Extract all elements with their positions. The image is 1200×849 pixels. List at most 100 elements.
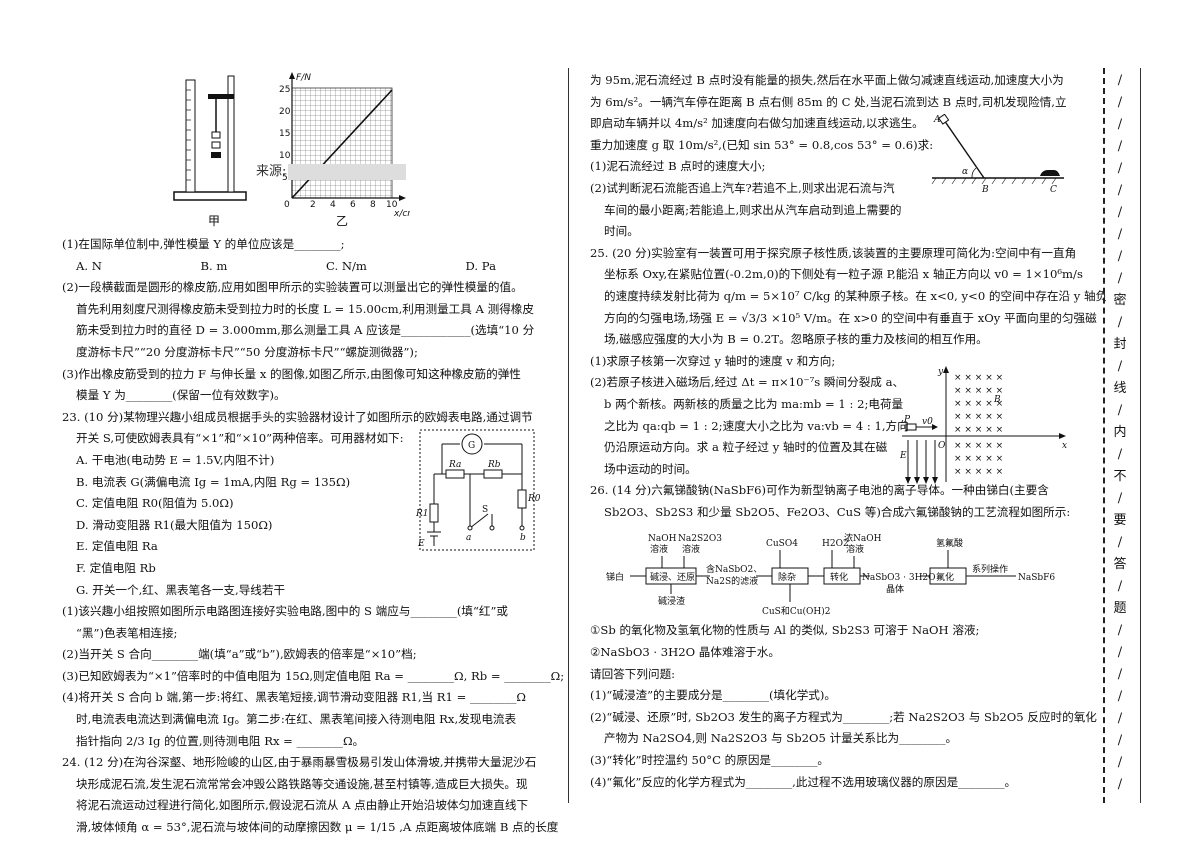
flow-residue: 碱浸渣	[658, 595, 685, 607]
q23-stem: 开关 S,可使欧姆表具有“×1”和“×10”两种倍率。可用器材如下:	[76, 431, 404, 446]
left-column: (1)在国际单位制中,弹性模量 Y 的单位应该是________; A. N B…	[62, 234, 565, 839]
q23-item: B. 电流表 G(满偏电流 Ig = 1mA,内阻 Rg = 135Ω)	[76, 474, 351, 489]
q26-sub3: (3)“转化”时控温约 50°C 的原因是________。	[590, 753, 829, 768]
flow-start: 锑白	[606, 571, 624, 583]
q23-item: F. 定值电阻 Rb	[76, 560, 156, 575]
q24-stem-cont: 重力加速度 g 取 10m/s²,(已知 sin 53° = 0.8,cos 5…	[590, 137, 934, 152]
flow-box-convert: 转化	[830, 571, 848, 583]
svg-text:× × × × ×: × × × × ×	[954, 373, 1003, 383]
seal-char: 内	[1113, 425, 1127, 440]
q26-stem: 26. (14 分)六氟锑酸钠(NaSbF6)可作为新型钠离子电池的离子导体。一…	[590, 483, 1049, 498]
svg-text:× × × × ×: × × × × ×	[954, 425, 1003, 435]
q23-sub1: (1)该兴趣小组按照如图所示电路图连接好实验电路,图中的 S 端应与______…	[62, 604, 508, 619]
field-figure: × × × × × × × × × × × × × × × × × × × × …	[900, 366, 1067, 484]
v0-label: v0	[922, 417, 933, 427]
column-divider	[568, 68, 569, 803]
flow-filtrate: 含NaSbO2、	[706, 563, 762, 575]
q22-options: A. N B. m C. N/m D. Pa	[62, 256, 496, 278]
r1-label: R1	[415, 509, 429, 519]
q24-stem-cont: 为 6m/s²。一辆汽车停在距离 B 点右侧 85m 的 C 处,当泥石流到达 …	[590, 94, 1067, 109]
origin-label: O	[938, 441, 946, 451]
q24-sub2: 时间。	[604, 224, 639, 239]
q26-note1: ①Sb 的氧化物及氢氧化物的性质与 Al 的类似, Sb2S3 可溶于 NaOH…	[590, 623, 980, 638]
svg-text:× × × × ×: × × × × ×	[954, 467, 1003, 477]
ytick: 5	[282, 173, 288, 183]
q23-sub4: 指针指向 2/3 Ig 的位置,则待测电阻 Rx = ________Ω。	[76, 733, 365, 748]
process-flowchart: NaOH 溶液 Na2S2O3 溶液 锑白 碱浸、还原 含NaSbO2、 Na2…	[606, 533, 1055, 617]
q24-sub2: (2)试判断泥石流能否追上汽车?若追不上,则求出泥石流与汽	[590, 180, 895, 195]
flowchart-spacer	[590, 523, 1090, 620]
flow-in-naoh-conc: 溶液	[846, 543, 864, 555]
q26-sub2: (2)“碱浸、还原”时, Sb2O3 发生的离子方程式为________;若 N…	[590, 709, 1097, 724]
point-c-label: C	[1050, 185, 1057, 195]
rb-label: Rb	[487, 460, 501, 470]
q22-part2: 度游标卡尺”“20 分度游标卡尺”“50 分度游标卡尺”“螺旋测微器”);	[76, 344, 418, 359]
q23-sub1: “黑”)色表笔相连接;	[76, 625, 178, 640]
q23-sub3: (3)已知欧姆表为“×1”倍率时的中值电阻为 15Ω,则定值电阻 Ra = __…	[62, 668, 565, 683]
flow-filtrate: Na2S的滤液	[706, 575, 758, 587]
e-label: E	[417, 539, 425, 549]
margin-border	[1140, 68, 1141, 803]
q25-sub2: 场中运动的时间。	[604, 461, 697, 476]
ytick: 20	[279, 107, 291, 117]
q22-part2: (2)一段横截面是圆形的橡皮筋,应用如图甲所示的实验装置可以测量出它的弹性模量的…	[62, 280, 523, 295]
q22-part2: 首先利用刻度尺测得橡皮筋未受到拉力时的长度 L = 15.00cm,利用测量工具…	[76, 301, 534, 316]
r0-label: R0	[527, 494, 541, 504]
q26-sub2: 产物为 Na2SO4,则 Na2S2O3 与 Sb2O5 计量关系比为_____…	[604, 731, 958, 746]
svg-text:× × × × ×: × × × × ×	[954, 386, 1003, 396]
q25-stem: 场,磁感应强度的大小为 B = 0.2T。忽略原子核的重力及核间的相互作用。	[604, 332, 988, 347]
flow-box-leach: 碱浸、还原	[650, 571, 695, 583]
option-d: D. Pa	[465, 258, 496, 273]
svg-text:× × × × ×: × × × × ×	[954, 454, 1003, 464]
q23-sub4: (4)将开关 S 合向 b 端,第一步:将红、黑表笔短接,调节滑动变阻器 R1,…	[62, 690, 526, 705]
angle-alpha-label: α	[962, 167, 968, 177]
q24-stem: 块形成泥石流,发生泥石流常常会冲毁公路铁路等交通设施,甚至村镇等,造成巨大损失。…	[76, 776, 528, 791]
q25-sub1: (1)求原子核第一次穿过 y 轴时的速度 v 和方向;	[590, 353, 836, 368]
q26-note2: ②NaSbO3 · 3H2O 晶体难溶于水。	[590, 645, 780, 660]
e-field-label: E	[900, 451, 907, 461]
galvanometer-label: G	[468, 441, 475, 451]
q25-sub2: 之比为 qa:qb = 1 : 2;速度大小之比为 va:vb = 4 : 1,…	[604, 418, 909, 433]
q23-item: G. 开关一个,红、黑表笔各一支,导线若干	[76, 582, 286, 597]
ytick: 10	[279, 151, 291, 161]
slope-figure: A α B C	[931, 114, 1064, 195]
q24-stem: 滑,坡体倾角 α = 53°,泥石流与坡体间的动摩擦因数 μ = 1/15 ,A…	[76, 820, 559, 835]
seal-char: 封	[1113, 337, 1127, 352]
q26-ask: 请回答下列问题:	[590, 666, 676, 681]
ra-label: Ra	[448, 460, 461, 470]
svg-text:× × × × ×: × × × × ×	[954, 441, 1003, 451]
flow-crystal: 晶体	[886, 583, 904, 595]
flow-operations: 系列操作	[972, 563, 1008, 575]
q23-item: A. 干电池(电动势 E = 1.5V,内阻不计)	[76, 452, 275, 467]
svg-text:× × × × ×: × × × × ×	[954, 412, 1003, 422]
q24-stem-cont: 即启动车辆并以 4m/s² 加速度向右做匀加速直线运动,以求逃生。	[590, 116, 924, 131]
q24-stem: 将泥石流运动过程进行简化,如图所示,假设泥石流从 A 点由静止开始沿坡体匀加速直…	[76, 798, 529, 813]
q25-stem: 方向的匀强电场,场强 E = √3/3 ×10⁵ V/m。在 x>0 的空间中有…	[604, 310, 1097, 325]
seal-char: 线	[1113, 381, 1127, 396]
seal-margin: ////////// 密 / 封 / 线 / 内 / 不 / 要 / 答 / 题…	[1113, 73, 1127, 792]
flow-in-cuso4: CuSO4	[766, 539, 798, 549]
flow-box-fluorinate: 氟化	[936, 571, 954, 583]
seal-line	[1103, 68, 1105, 803]
q25-stem: 的速度持续发射比荷为 q/m = 5×10⁷ C/kg 的某种原子核。在 x<0…	[604, 288, 1108, 303]
seal-char: 要	[1113, 513, 1127, 528]
svg-text:× × × × ×: × × × × ×	[954, 399, 1003, 409]
seal-char: 答	[1113, 557, 1127, 572]
flow-in-naoh: NaOH	[648, 534, 677, 544]
q22-part3: (3)作出橡皮筋受到的拉力 F 与伸长量 x 的图像,如图乙所示,由图像可知这种…	[62, 366, 521, 381]
xtick: 10	[386, 200, 398, 210]
point-b-label: B	[981, 185, 989, 195]
source-p-label: P	[903, 415, 911, 425]
flow-in-naoh-conc: 浓NaOH	[844, 533, 882, 544]
flow-in-thiosulfate: Na2S2O3	[678, 534, 722, 544]
q22-part1: (1)在国际单位制中,弹性模量 Y 的单位应该是________;	[62, 237, 345, 251]
xtick: 8	[370, 200, 376, 210]
flow-in-naoh: 溶液	[650, 543, 668, 555]
flow-box-purify: 除杂	[778, 571, 796, 583]
label-jia: 甲	[208, 214, 221, 228]
q22-part2: 筋未受到拉力时的直径 D = 3.000mm,那么测量工具 A 应该是_____…	[76, 323, 535, 338]
q26-stem: Sb2O3、Sb2S3 和少量 Sb2O5、Fe2O3、CuS 等)合成六氟锑酸…	[604, 504, 1071, 519]
option-a: A. N	[76, 258, 102, 273]
b-field-label: B	[993, 395, 1001, 405]
flow-crystal: NaSbO3 · 3H2O	[862, 573, 936, 583]
